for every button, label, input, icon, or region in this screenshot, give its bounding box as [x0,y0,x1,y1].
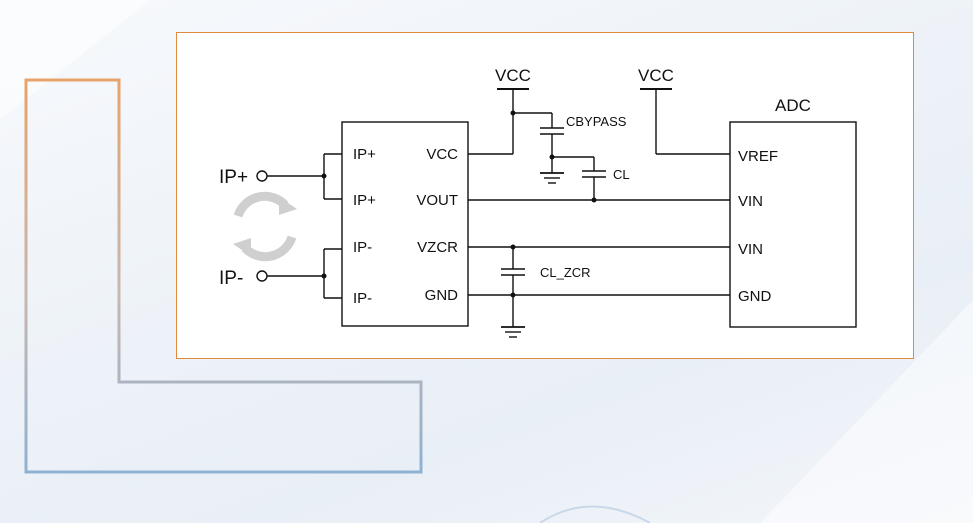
cl-zcr-label: CL_ZCR [540,265,591,280]
adc-pin-vin-1: VIN [738,193,763,210]
adc-block [729,121,857,328]
adc-pin-vin-2: VIN [738,241,763,258]
chip-pin-ip-plus-2: IP+ [353,192,376,209]
adc-title: ADC [775,96,811,115]
terminal-plus [256,170,268,182]
chip-pin-vzcr: VZCR [417,239,458,256]
circuit-diagram: VCC VCC ADC IP+ IP- IP+ IP+ IP- IP- VCC … [219,66,857,338]
vcc-label-left: VCC [495,66,531,85]
adc-pin-gnd: GND [738,288,772,305]
chip-pin-vcc: VCC [426,146,458,163]
chip-pin-gnd: GND [425,287,459,304]
vcc-label-right: VCC [638,66,674,85]
terminal-minus [256,270,268,282]
chip-pin-ip-minus-1: IP- [353,239,372,256]
adc-pin-vref: VREF [738,148,778,165]
sensor-chip [341,121,469,327]
chip-pin-vout: VOUT [416,192,458,209]
frame-outline [24,78,423,474]
diagram-card: VCC VCC ADC IP+ IP- IP+ IP+ IP- IP- VCC … [176,32,914,359]
terminal-minus-label: IP- [219,268,243,289]
chip-pin-ip-minus-2: IP- [353,290,372,307]
chip-pin-ip-plus-1: IP+ [353,146,376,163]
cl-label: CL [613,167,630,182]
terminal-plus-label: IP+ [219,167,248,188]
cbypass-label: CBYPASS [566,114,627,129]
